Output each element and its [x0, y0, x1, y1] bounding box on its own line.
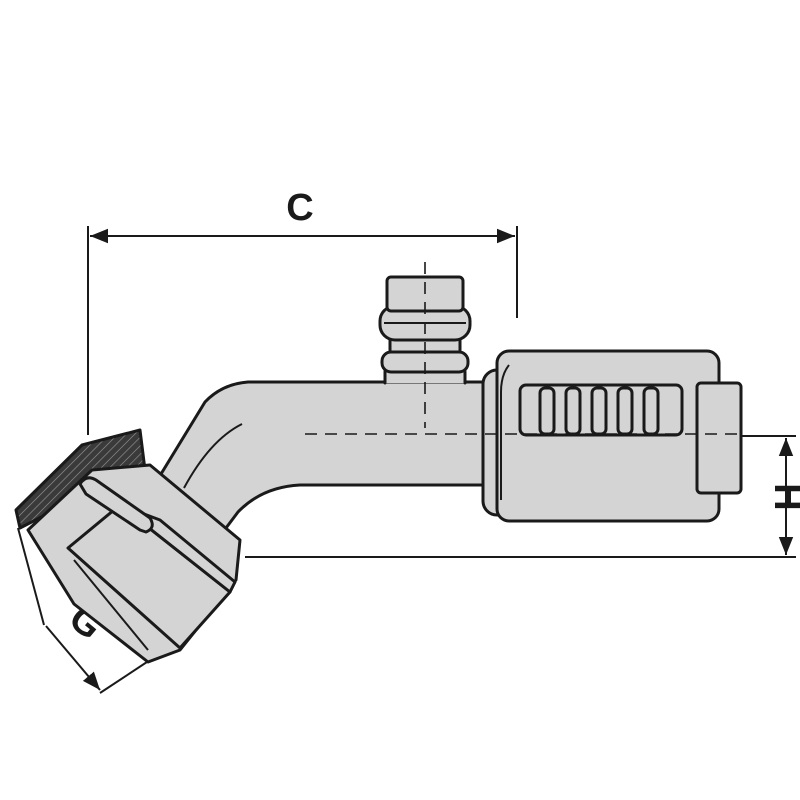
g-dimension-line	[45, 625, 101, 691]
c-label: C	[286, 187, 313, 229]
bent-tube	[126, 380, 497, 558]
ferrule-end-stub	[695, 381, 743, 495]
g-extension-outer	[17, 527, 45, 626]
dimension-c: C	[87, 187, 518, 435]
ferrule-inner-edge	[500, 364, 510, 500]
g-extension-inner	[99, 659, 151, 694]
ferrule-crimp-ribs	[538, 386, 660, 436]
center-lines	[305, 262, 745, 435]
h-label: H	[766, 483, 800, 510]
tube-bend-highlight	[183, 423, 243, 489]
nut-locking-pin	[78, 476, 154, 534]
nut-edge-line	[73, 559, 149, 651]
dimension-h: H	[245, 435, 800, 558]
crimp-ferrule	[481, 349, 743, 523]
tube-body	[126, 380, 497, 558]
swivel-nut-assembly	[14, 428, 242, 664]
